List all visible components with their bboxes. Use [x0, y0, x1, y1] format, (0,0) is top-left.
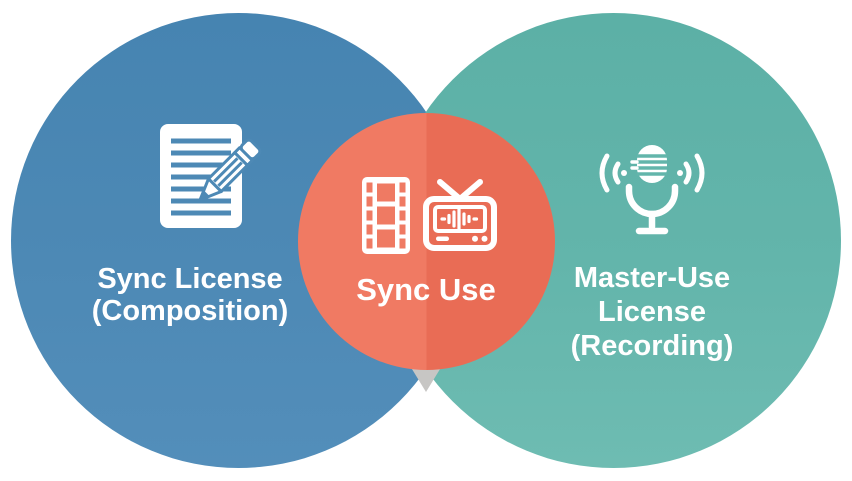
document-pencil-icon [156, 116, 264, 234]
sync-use-label: Sync Use [356, 272, 496, 307]
tv-audio-wave-icon [423, 179, 497, 251]
composition-label: Sync License (Composition) [50, 263, 330, 327]
recording-label-line1: Master-Use [573, 262, 731, 294]
recording-label: Master-Use License (Recording) [532, 261, 772, 363]
microphone-sound-waves-icon [596, 142, 708, 237]
film-strip-icon [362, 177, 410, 254]
composition-label-line1: Sync License [97, 263, 283, 295]
recording-label-line2: License [598, 296, 706, 328]
composition-label-line2: (Composition) [91, 295, 289, 327]
recording-label-line3: (Recording) [570, 330, 734, 362]
